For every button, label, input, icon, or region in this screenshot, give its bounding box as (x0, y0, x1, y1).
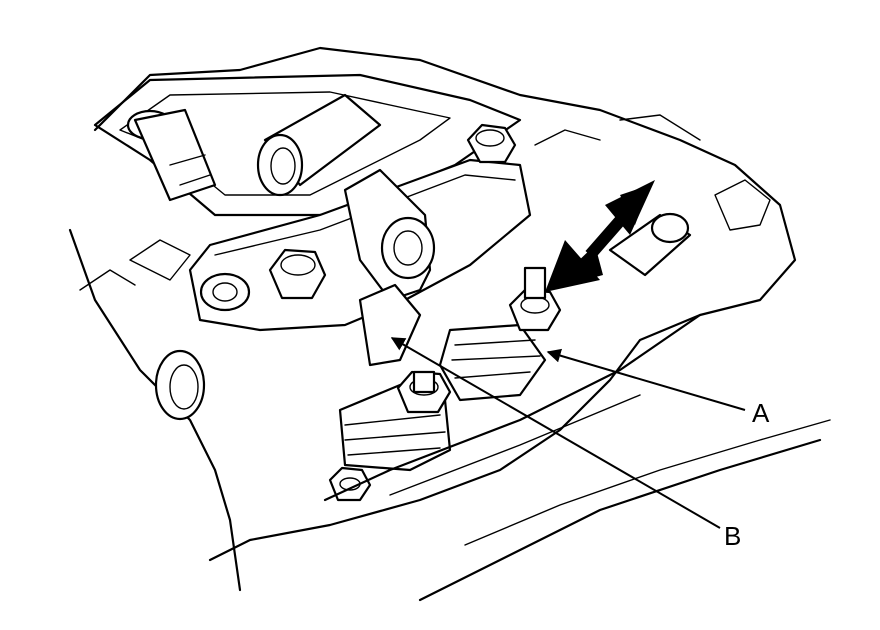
valve-stem-pin (608, 212, 692, 277)
camshaft (126, 108, 217, 202)
holder-bolt-hole-left (199, 272, 251, 312)
valve-spring-right (438, 323, 547, 402)
head-lower-rail (323, 313, 702, 502)
adjusting-screw-a (508, 266, 562, 332)
holder-bolt-upper (466, 123, 517, 164)
callout-b-leader (390, 337, 721, 529)
rocker-shaft (256, 93, 382, 197)
rocker-arm (343, 168, 436, 367)
callout-b-label: B (724, 521, 741, 551)
cylinder-head-outline (68, 46, 831, 602)
adjusting-screw-b (396, 370, 452, 414)
movement-arrow-icon (545, 180, 655, 292)
callout-a-label: A (752, 398, 770, 428)
side-port (154, 349, 206, 421)
holder-bolt-left (268, 248, 327, 300)
callout-a-leader (546, 348, 746, 411)
